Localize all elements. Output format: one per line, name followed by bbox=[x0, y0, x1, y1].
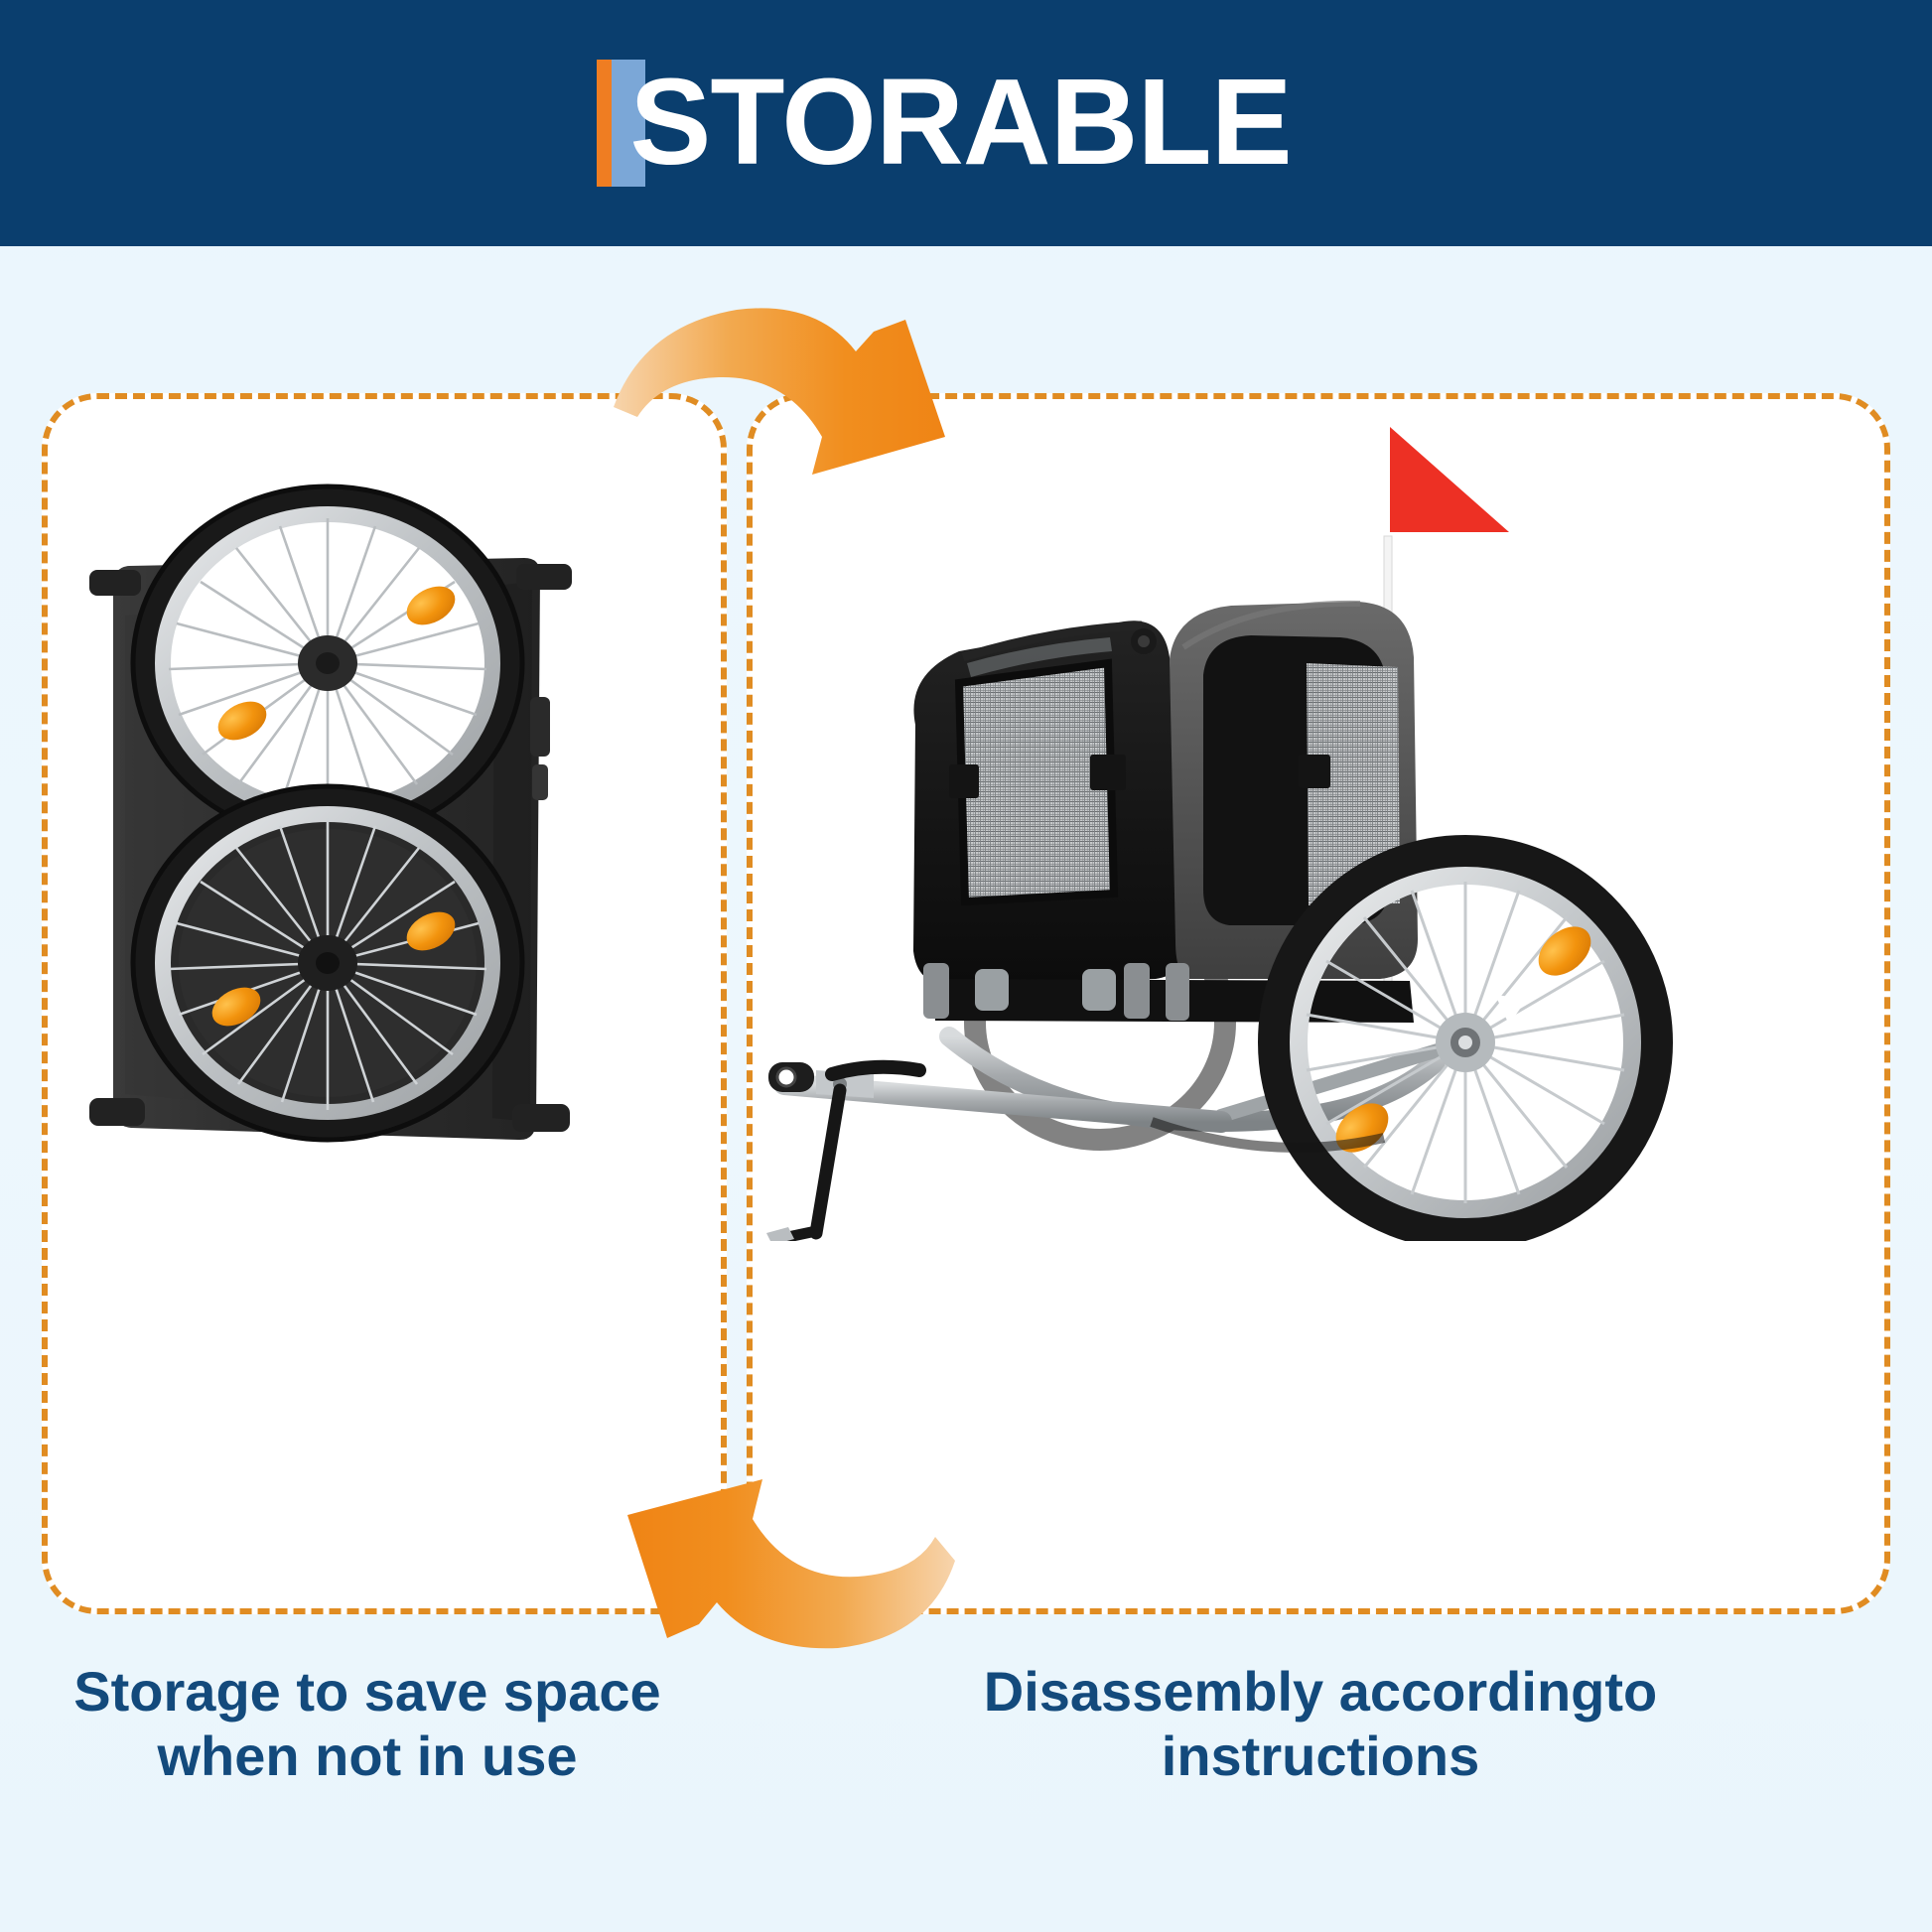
page-title: STORABLE bbox=[629, 55, 1292, 191]
caption-right-line1: Disassembly accordingto bbox=[983, 1660, 1658, 1723]
caption-right-line2: instructions bbox=[1161, 1724, 1480, 1787]
folded-storage-panel bbox=[42, 393, 727, 1614]
accent-bar-orange-icon bbox=[597, 60, 613, 187]
caption-left-line1: Storage to save space bbox=[73, 1660, 661, 1723]
caption-left-line2: when not in use bbox=[157, 1724, 578, 1787]
accent-bar-lightblue-icon bbox=[612, 60, 646, 187]
header-banner: STORABLE bbox=[0, 0, 1932, 246]
header-title-group: STORABLE bbox=[597, 55, 1293, 191]
caption-left: Storage to save space when not in use bbox=[40, 1660, 695, 1789]
assembled-trailer-panel bbox=[747, 393, 1890, 1614]
caption-right: Disassembly accordingto instructions bbox=[874, 1660, 1767, 1789]
